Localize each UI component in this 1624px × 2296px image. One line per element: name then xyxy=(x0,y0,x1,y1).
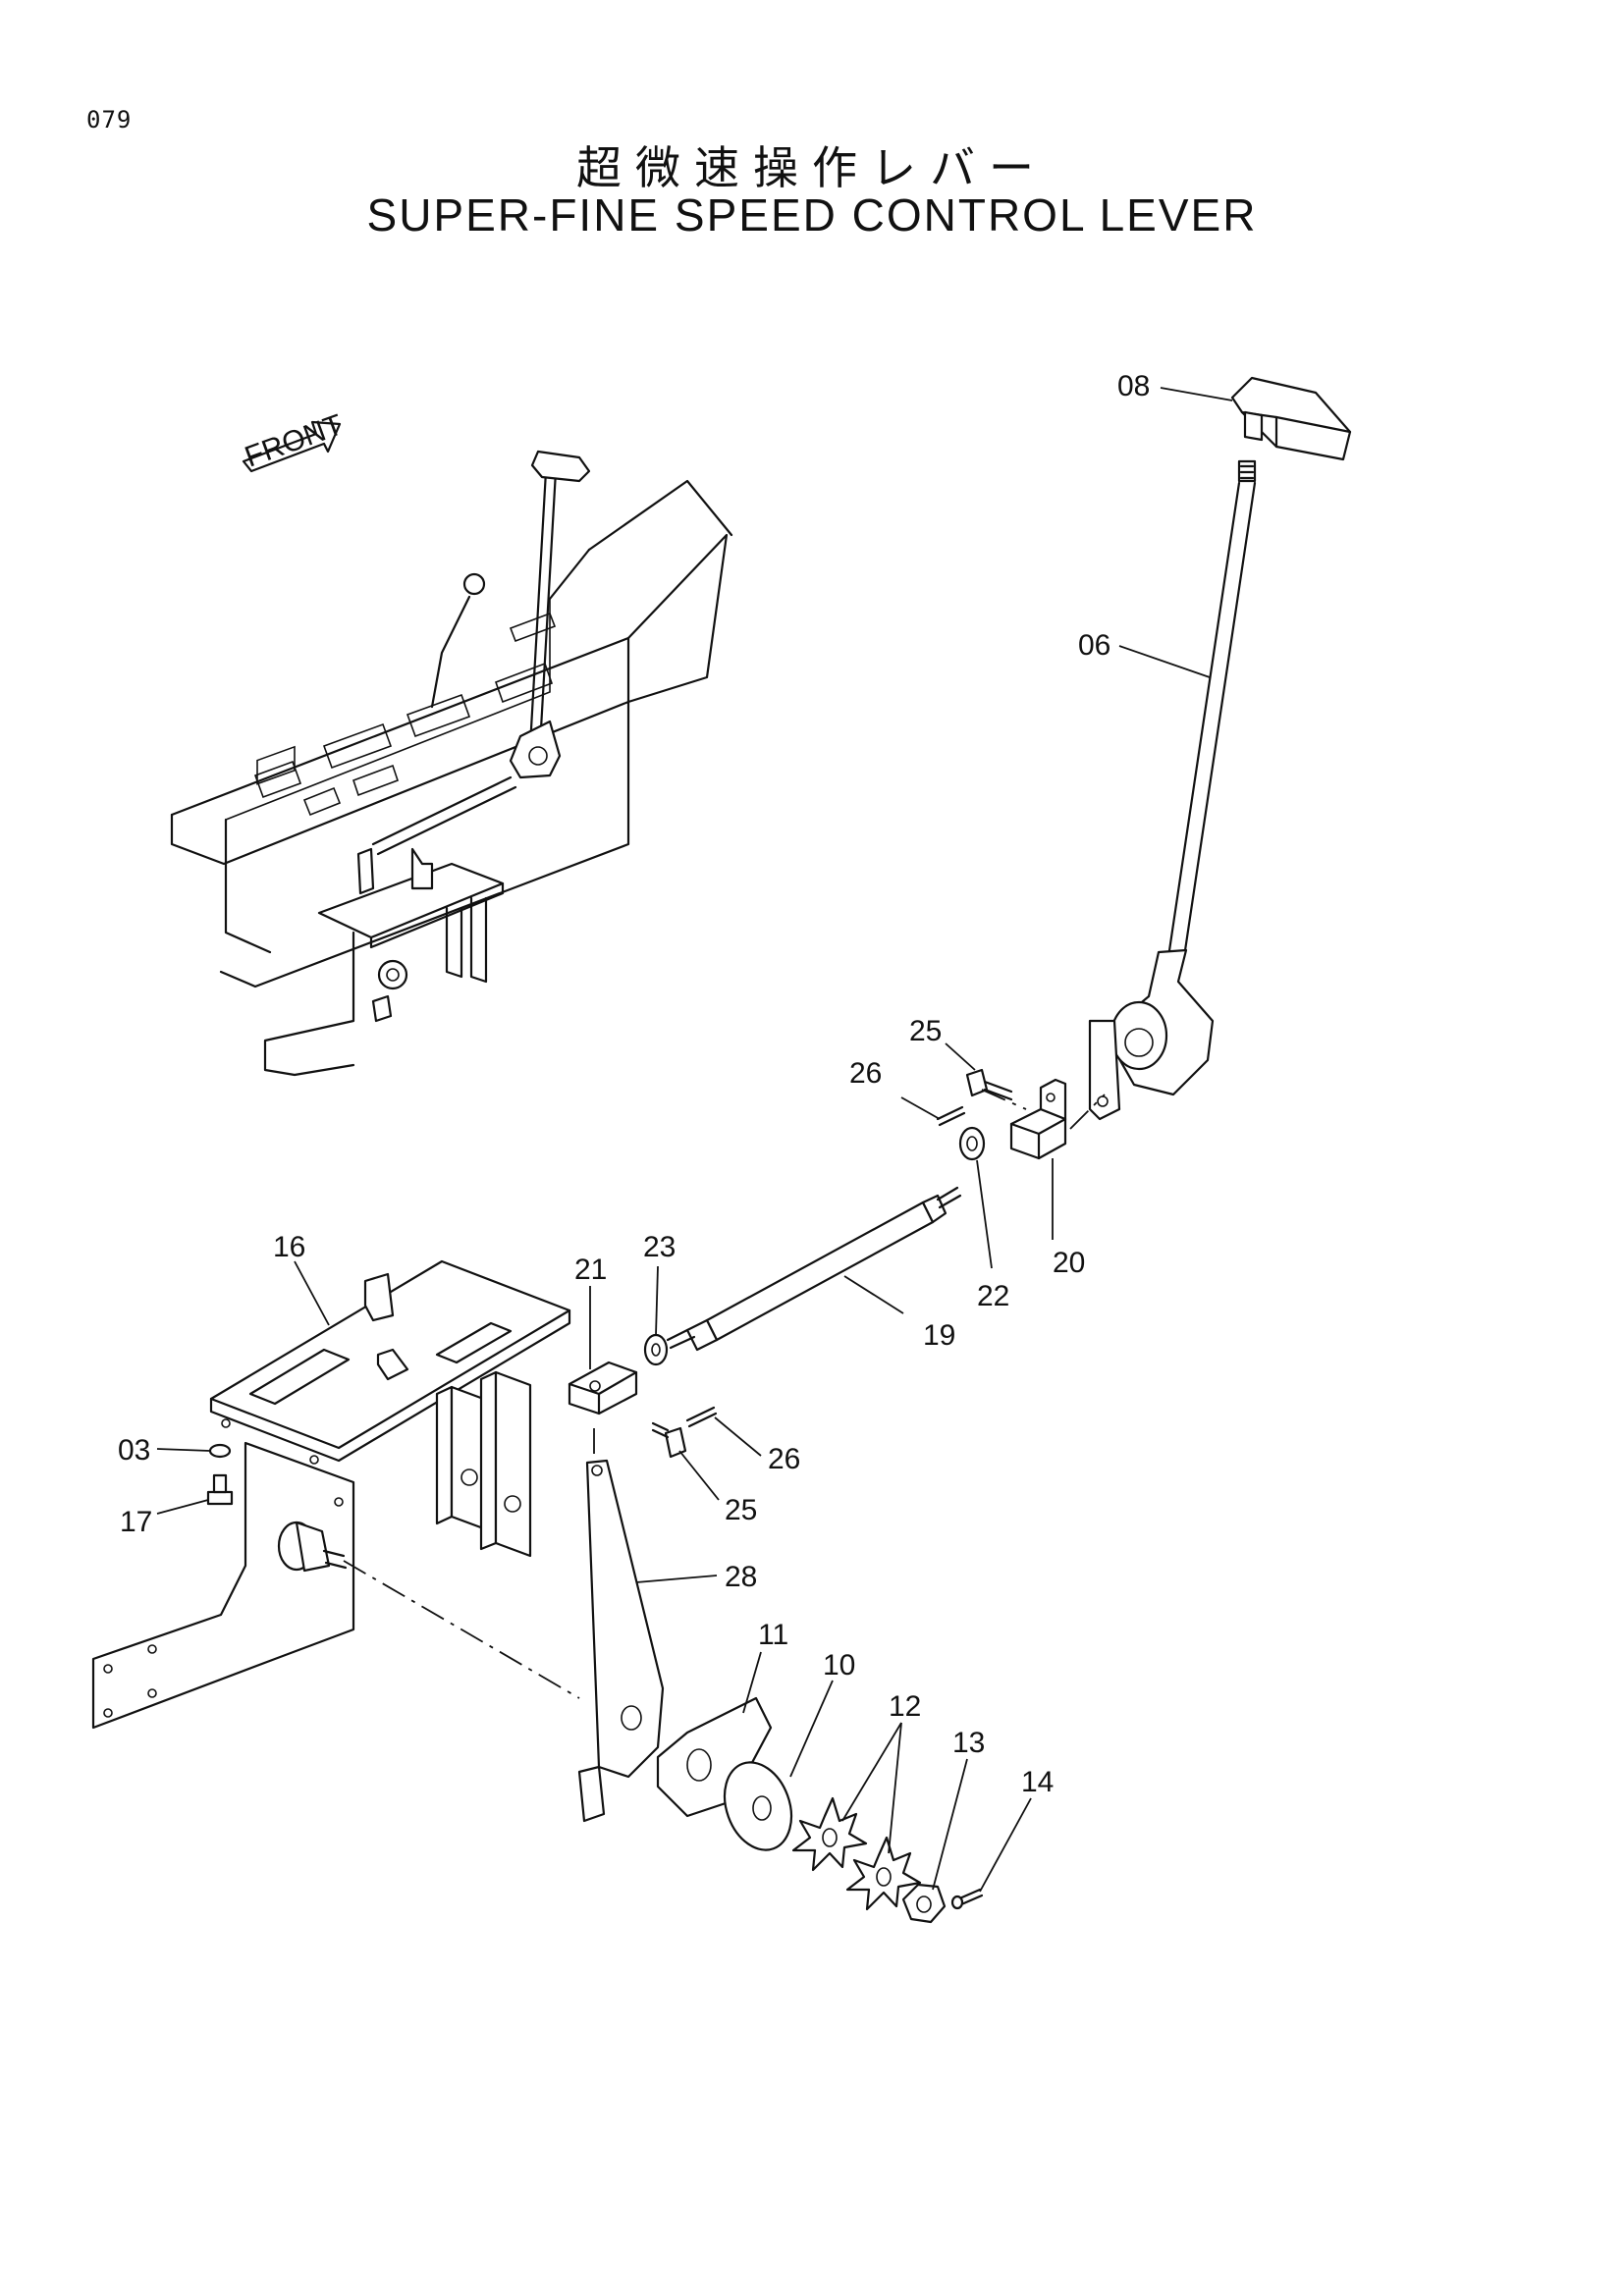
front-arrow-icon: FRONT xyxy=(241,408,347,473)
part-13-castle-nut xyxy=(901,1883,947,1924)
part-06-lever xyxy=(1088,459,1257,1121)
page-title-english: SUPER-FINE SPEED CONTROL LEVER xyxy=(366,189,1258,240)
label-part-19: 19 xyxy=(923,1319,955,1352)
part-03-washer xyxy=(208,1443,232,1459)
label-part-16: 16 xyxy=(273,1231,305,1263)
label-part-13: 13 xyxy=(952,1727,985,1759)
label-part-10: 10 xyxy=(823,1649,855,1682)
part-25-upper-pin xyxy=(965,1068,1013,1101)
label-part-26-lower: 26 xyxy=(768,1443,800,1475)
label-part-25-upper: 25 xyxy=(909,1015,942,1047)
label-part-21: 21 xyxy=(574,1254,607,1286)
part-23-nut xyxy=(643,1333,669,1366)
page-title-japanese: 超微速操作レバー xyxy=(576,141,1048,194)
front-arrow-label: FRONT xyxy=(241,408,347,473)
label-part-23: 23 xyxy=(643,1231,676,1263)
part-17-bolt xyxy=(206,1473,234,1506)
label-part-28: 28 xyxy=(725,1561,757,1593)
label-part-11: 11 xyxy=(758,1619,788,1651)
label-part-26-upper: 26 xyxy=(849,1057,882,1090)
part-25-lower-pin xyxy=(651,1421,687,1459)
assembly-centerlines xyxy=(343,1089,1106,1699)
part-labels: 08 06 25 26 20 22 23 21 19 16 03 17 26 2… xyxy=(118,370,1150,1798)
part-11-plate xyxy=(656,1696,773,1818)
part-19-rod xyxy=(666,1186,962,1352)
console-assembly-overview xyxy=(170,450,733,1077)
part-21-lower-clevis xyxy=(568,1361,638,1415)
label-part-22: 22 xyxy=(977,1280,1009,1312)
part-22-nut xyxy=(958,1126,986,1161)
part-20-upper-clevis xyxy=(1009,1078,1067,1160)
label-part-25-lower: 25 xyxy=(725,1494,757,1526)
label-part-17: 17 xyxy=(120,1506,152,1538)
label-part-03: 03 xyxy=(118,1434,150,1467)
page-number: 079 xyxy=(86,106,133,133)
label-part-08: 08 xyxy=(1117,370,1150,402)
part-26-lower-split-pin xyxy=(685,1406,718,1428)
part-12-star-washers xyxy=(791,1796,922,1911)
leader-lines xyxy=(156,387,1233,1893)
part-08-knob xyxy=(1230,376,1352,461)
part-10-washer xyxy=(723,1761,793,1851)
label-part-06: 06 xyxy=(1078,629,1110,662)
part-26-upper-split-pin xyxy=(936,1105,966,1127)
label-part-20: 20 xyxy=(1053,1247,1085,1279)
part-16-bracket xyxy=(91,1259,571,1730)
label-part-14: 14 xyxy=(1021,1766,1054,1798)
part-14-split-pin xyxy=(950,1888,984,1910)
part-28-arm xyxy=(577,1459,665,1823)
label-part-12: 12 xyxy=(889,1690,921,1723)
